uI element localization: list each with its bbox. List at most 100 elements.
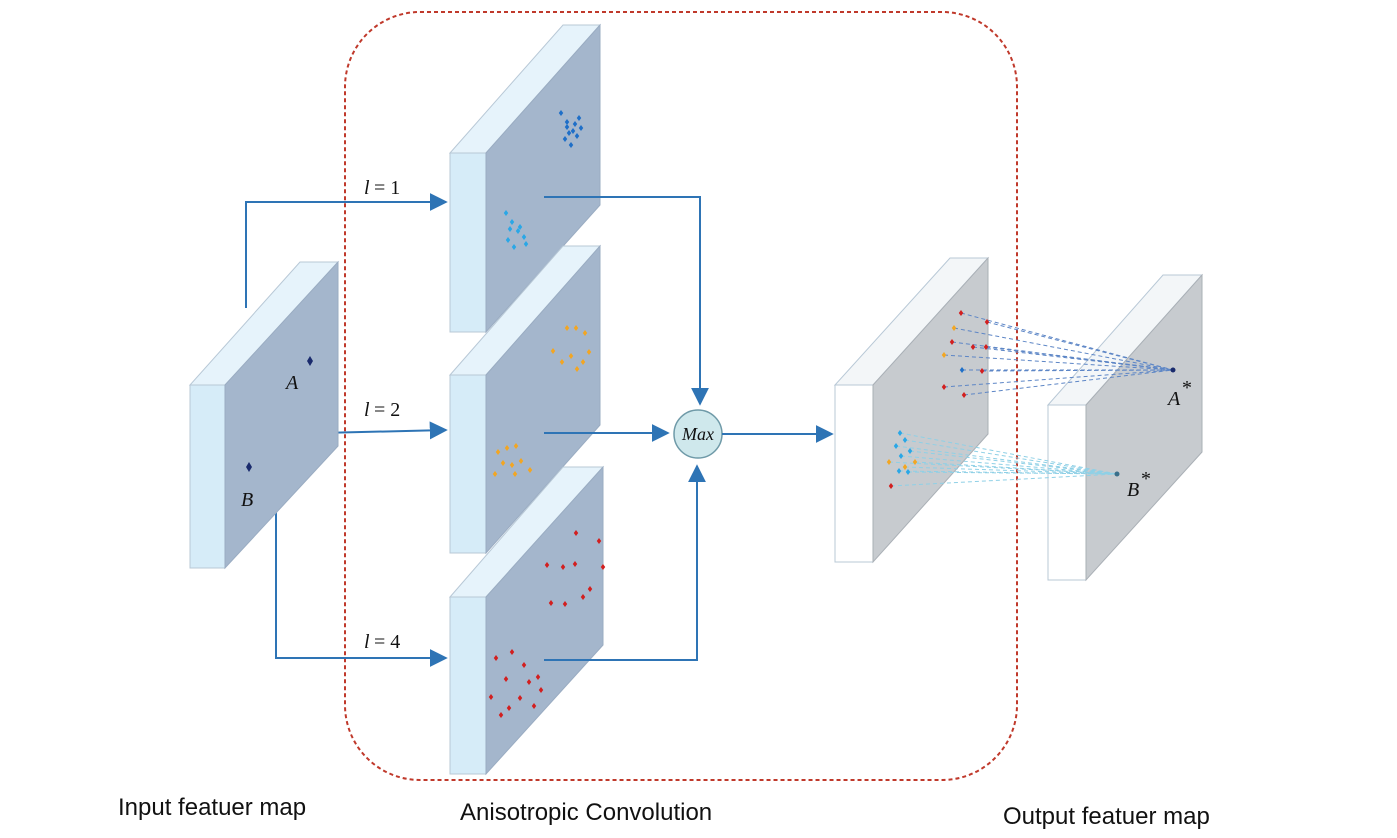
dot	[902, 464, 908, 470]
dot	[505, 237, 511, 243]
dot	[912, 459, 918, 465]
output-plate-front	[1085, 273, 1203, 582]
dot	[517, 224, 523, 230]
dot	[979, 368, 985, 374]
label-a-star: A *	[1166, 377, 1192, 410]
dot	[488, 694, 494, 700]
dot	[564, 124, 570, 130]
output-point-a-star	[1170, 367, 1176, 373]
dot	[984, 319, 990, 325]
dot	[568, 353, 574, 359]
dots-l4-dilated	[544, 530, 606, 607]
dot	[580, 359, 586, 365]
input-point-a	[307, 356, 313, 366]
dot	[888, 483, 894, 489]
svg-text:A: A	[1166, 388, 1181, 410]
svg-text:B: B	[1127, 479, 1139, 501]
dot	[566, 130, 572, 136]
connection-line	[972, 346, 1174, 371]
dot	[573, 325, 579, 331]
arrow-to-l4	[275, 510, 448, 667]
dot	[509, 462, 515, 468]
label-branch-l4: l = 4	[364, 631, 400, 653]
dot	[907, 448, 913, 454]
svg-text:*: *	[1141, 468, 1151, 490]
dot	[586, 349, 592, 355]
dot	[559, 359, 565, 365]
output-plate-side	[1047, 404, 1087, 581]
connection-line	[895, 445, 1118, 475]
connection-line	[904, 466, 1118, 475]
max-label: Max	[681, 424, 714, 444]
dot	[580, 594, 586, 600]
merged-b-dots-blue	[893, 430, 913, 475]
label-b: B	[241, 489, 253, 511]
dot	[564, 119, 570, 125]
dot	[562, 601, 568, 607]
merged-b-dots-red	[888, 483, 894, 489]
dot	[512, 471, 518, 477]
connection-line	[985, 346, 1174, 371]
dot	[500, 460, 506, 466]
dot	[531, 703, 537, 709]
dots-l4-center	[488, 649, 544, 718]
svg-text:l: l	[364, 399, 370, 421]
dot	[576, 115, 582, 121]
dot	[572, 121, 578, 127]
dot	[527, 467, 533, 473]
output-point-b-star	[1114, 471, 1120, 477]
dot	[572, 561, 578, 567]
dot	[504, 445, 510, 451]
arrow-l1-to-max	[544, 196, 709, 406]
dot	[521, 234, 527, 240]
dot	[983, 344, 989, 350]
dot	[897, 430, 903, 436]
svg-text:l: l	[364, 631, 370, 653]
dot	[941, 384, 947, 390]
input-plate-side	[189, 384, 226, 569]
connection-line	[943, 369, 1174, 388]
dot	[600, 564, 606, 570]
svg-text:= 1: = 1	[374, 177, 400, 199]
plate-l2-side	[449, 374, 487, 554]
dots-l1-center	[503, 210, 529, 250]
dot	[509, 649, 515, 655]
merged-dots-red	[941, 310, 990, 398]
dot	[521, 662, 527, 668]
dot	[941, 352, 947, 358]
dot	[573, 530, 579, 536]
label-branch-l2: l = 2	[364, 399, 400, 421]
connection-line	[899, 432, 1118, 475]
dot	[562, 136, 568, 142]
dot	[517, 695, 523, 701]
connection-line	[890, 473, 1118, 487]
connections-to-b-star	[888, 432, 1118, 487]
dot	[495, 449, 501, 455]
merged-b-dots-orange	[886, 459, 918, 470]
dot	[544, 562, 550, 568]
connection-line	[953, 327, 1174, 371]
branch-plate-l1	[448, 23, 602, 334]
dot	[570, 128, 576, 134]
caption-anisotropic-convolution: Anisotropic Convolution	[460, 799, 712, 826]
dot	[515, 228, 521, 234]
dot	[596, 538, 602, 544]
merged-plate-front	[872, 256, 989, 564]
connection-line	[981, 369, 1174, 372]
dot	[574, 133, 580, 139]
dot	[961, 392, 967, 398]
dot	[548, 600, 554, 606]
dot	[905, 469, 911, 475]
dot	[523, 241, 529, 247]
dot	[958, 310, 964, 316]
label-branch-l1: l = 1	[364, 177, 400, 199]
dot	[498, 712, 504, 718]
dot	[535, 674, 541, 680]
connection-line	[904, 439, 1118, 475]
dot	[564, 325, 570, 331]
dot	[949, 339, 955, 345]
input-feature-map: A B	[188, 260, 340, 570]
connection-line	[914, 461, 1118, 475]
dot	[560, 564, 566, 570]
input-point-b	[246, 462, 252, 472]
